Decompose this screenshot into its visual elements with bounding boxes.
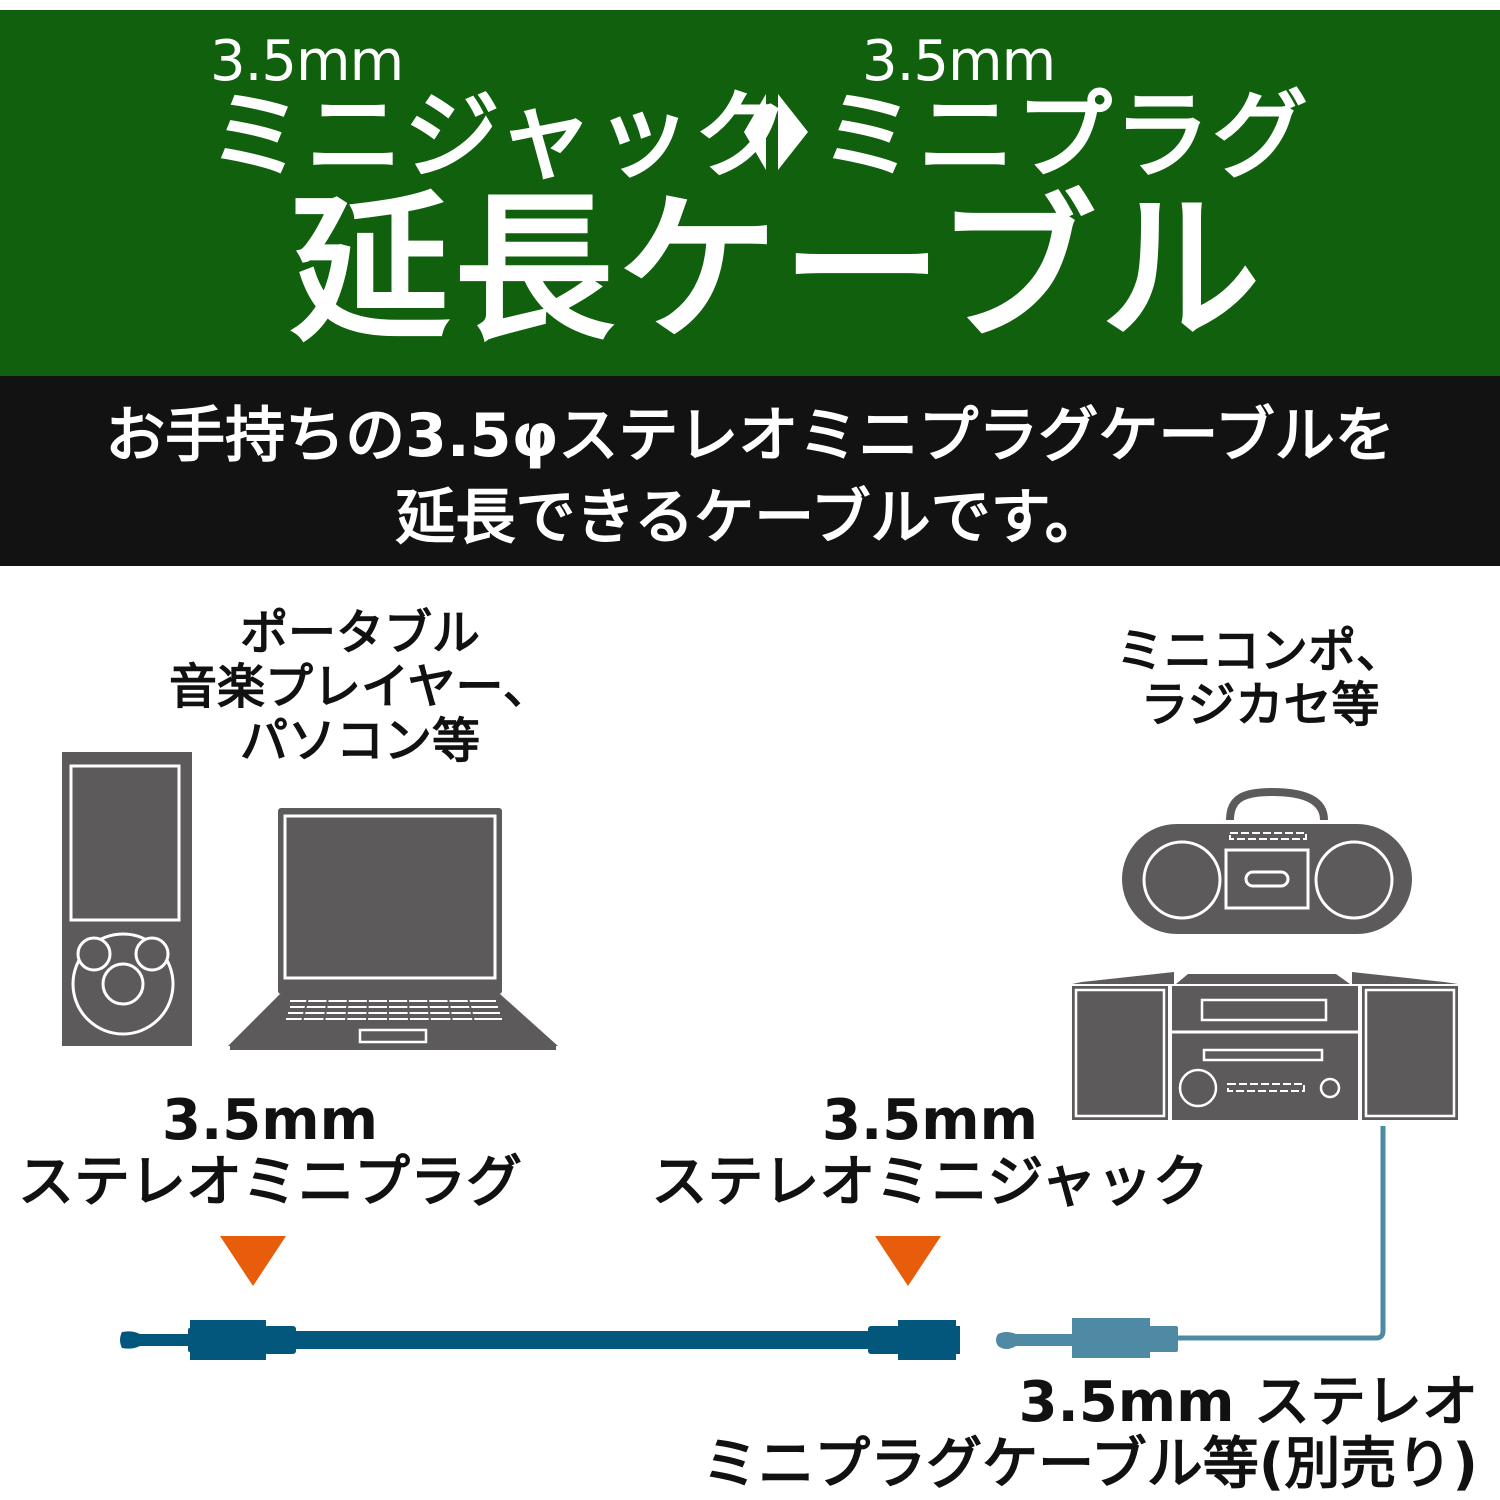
jack-kana-label: ミニジャック [208, 80, 792, 192]
plug-kana-label: ミニプラグ [820, 80, 1310, 192]
double-arrow-icon [744, 94, 808, 170]
source-devices-label: ポータブル 音楽プレイヤー、 パソコン等 [130, 606, 590, 768]
plug-name: ステレオミニプラグ [18, 1150, 522, 1215]
music-player-icon [62, 752, 192, 1046]
label-line: ポータブル [239, 605, 480, 661]
destination-devices-label: ミニコンポ、 ラジカセ等 [1080, 624, 1440, 732]
jack-size-label: 3.5mm [210, 29, 404, 94]
boombox-icon [1122, 787, 1412, 934]
extension-cable-icon [120, 1320, 960, 1360]
jack-name: ステレオミニジャック [651, 1150, 1209, 1215]
laptop-icon [228, 808, 558, 1050]
jack-size: 3.5mm [822, 1088, 1038, 1153]
label-line: ミニコンポ、 [1115, 623, 1404, 679]
separate-cable-icon [996, 1126, 1386, 1358]
description-line-1: お手持ちの3.5φステレオミニプラグケーブルを [105, 401, 1395, 471]
separate-cable-line-1: 3.5mm ステレオ [1018, 1370, 1478, 1435]
label-line: パソコン等 [239, 713, 480, 769]
label-line: 音楽プレイヤー、 [168, 659, 552, 715]
plug-size-label: 3.5mm [862, 29, 1056, 94]
mini-stereo-icon [1072, 972, 1458, 1120]
description-line-2: 延長できるケーブルです。 [395, 483, 1105, 553]
plug-size: 3.5mm [162, 1088, 378, 1153]
jack-marker-icon [875, 1236, 941, 1286]
jack-label: 3.5mm ステレオミニジャック [630, 1090, 1230, 1214]
separate-cable-line-2: ミニプラグケーブル等(別売り) [702, 1432, 1478, 1497]
description-strip: お手持ちの3.5φステレオミニプラグケーブルを 延長できるケーブルです。 [0, 376, 1500, 566]
separate-cable-label: 3.5mm ステレオ ミニプラグケーブル等(別売り) [658, 1372, 1478, 1496]
plug-marker-icon [220, 1236, 286, 1286]
title-banner: 3.5mm ミニジャック 3.5mm ミニプラグ 延長ケーブル [0, 10, 1500, 376]
plug-label: 3.5mm ステレオミニプラグ [0, 1090, 540, 1214]
page-title: 延長ケーブル [290, 176, 1265, 363]
label-line: ラジカセ等 [1140, 677, 1380, 733]
